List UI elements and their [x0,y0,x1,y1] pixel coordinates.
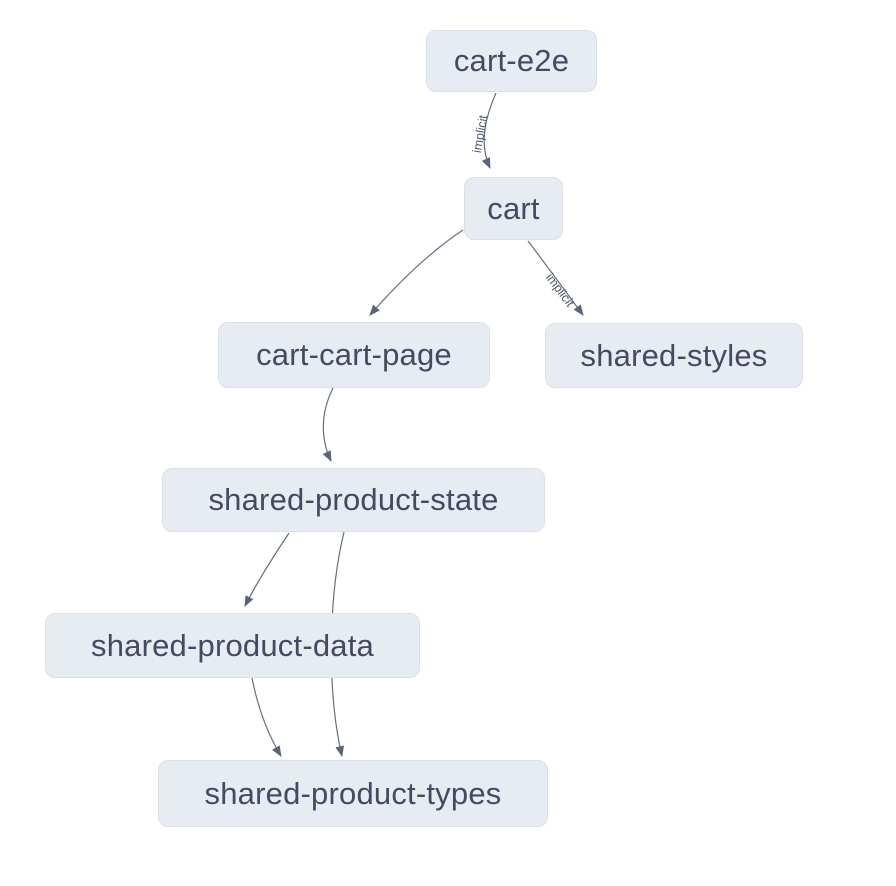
edge-cart-to-cart-cart-page [369,229,464,316]
graph-node-shared-product-types[interactable]: shared-product-types [158,760,548,827]
graph-node-shared-product-state[interactable]: shared-product-state [162,468,545,532]
node-label: cart [487,190,540,226]
edge-shared-product-data-to-shared-product-types [251,677,282,757]
node-label: cart-cart-page [256,337,452,372]
edge-shared-product-state-to-shared-product-data [244,532,290,607]
node-label: cart-e2e [453,43,570,78]
node-label: shared-styles [580,337,768,373]
graph-node-shared-styles[interactable]: shared-styles [545,323,803,388]
edge-cart-to-shared-styles [527,240,584,316]
node-label: shared-product-types [204,775,502,811]
graph-node-cart-e2e[interactable]: cart-e2e [426,30,597,92]
graph-node-shared-product-data[interactable]: shared-product-data [45,613,420,678]
node-label: shared-product-data [91,627,374,663]
edge-label-implicit-cart-shared-styles: implicit [543,271,577,310]
edge-cart-cart-page-to-shared-product-state [322,387,334,462]
edge-label-implicit-cart-e2e-cart: implicit [470,113,491,154]
node-label: shared-product-state [208,482,499,517]
graph-node-cart[interactable]: cart [464,177,563,240]
graph-node-cart-cart-page[interactable]: cart-cart-page [218,322,490,388]
edge-cart-e2e-to-cart [481,92,497,170]
